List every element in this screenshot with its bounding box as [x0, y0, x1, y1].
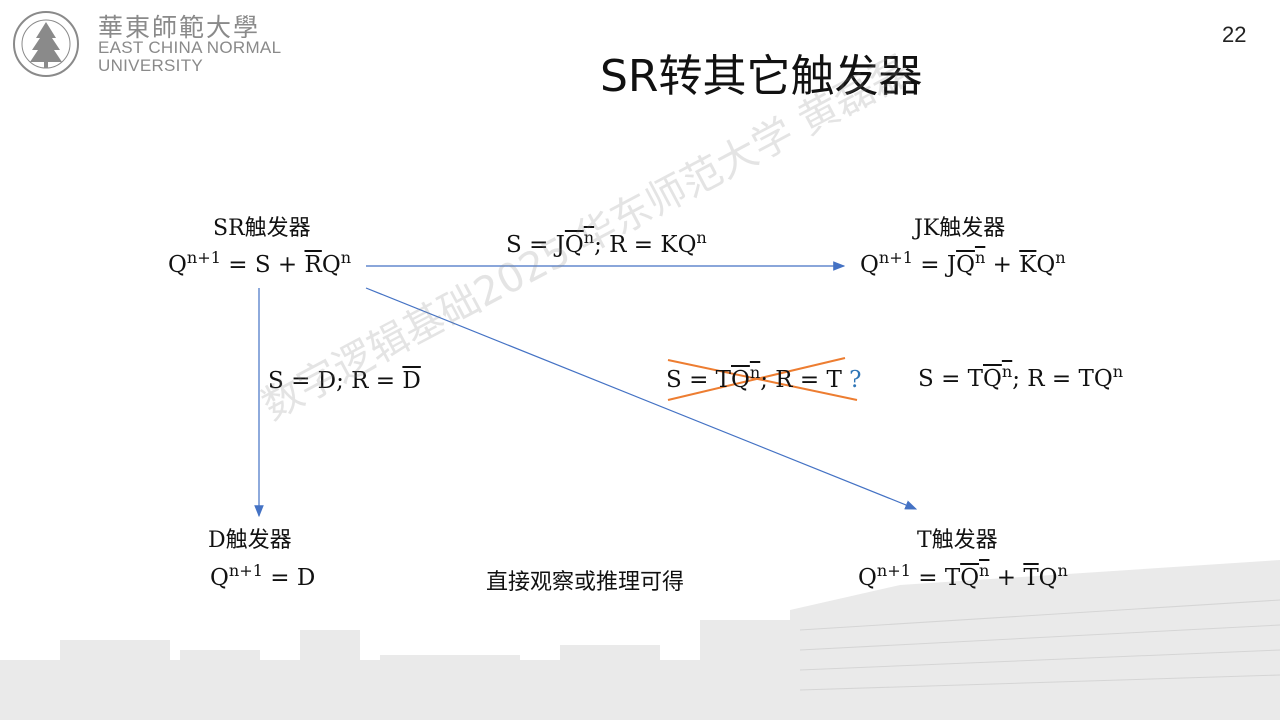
page-number: 22 [1222, 22, 1247, 47]
sr-to-jk-condition: S = JQn; R = KQn [506, 228, 707, 258]
university-name-english-line2: UNIVERSITY [98, 56, 204, 75]
sr-to-d-condition: S = D; R = D [268, 368, 421, 394]
crossed-out-t-condition: S = TQn; R = T ? [666, 363, 862, 393]
university-name-english-line1: EAST CHINA NORMAL [98, 38, 282, 57]
jk-characteristic-equation: Qn+1 = JQn + KQn [860, 248, 1066, 278]
arrow-sr-to-t [365, 287, 918, 510]
t-flipflop-label: T触发器 [917, 528, 998, 553]
university-seal-logo [13, 11, 79, 77]
university-name-chinese: 華東師範大學 [98, 13, 261, 42]
cross-line-2 [667, 359, 858, 401]
t-characteristic-equation: Qn+1 = TQn + TQn [858, 561, 1068, 591]
d-flipflop-label: D触发器 [208, 528, 292, 553]
sr-flipflop-label: SR触发器 [213, 216, 311, 241]
derivation-note: 直接观察或推理可得 [486, 570, 685, 595]
question-mark: ? [849, 367, 862, 393]
slide-title: SR转其它触发器 [600, 51, 923, 102]
sr-characteristic-equation: Qn+1 = S + RQn [168, 248, 352, 278]
jk-flipflop-label: JK触发器 [914, 216, 1006, 241]
sr-to-t-condition: S = TQn; R = TQn [918, 362, 1124, 392]
d-characteristic-equation: Qn+1 = D [210, 561, 316, 591]
